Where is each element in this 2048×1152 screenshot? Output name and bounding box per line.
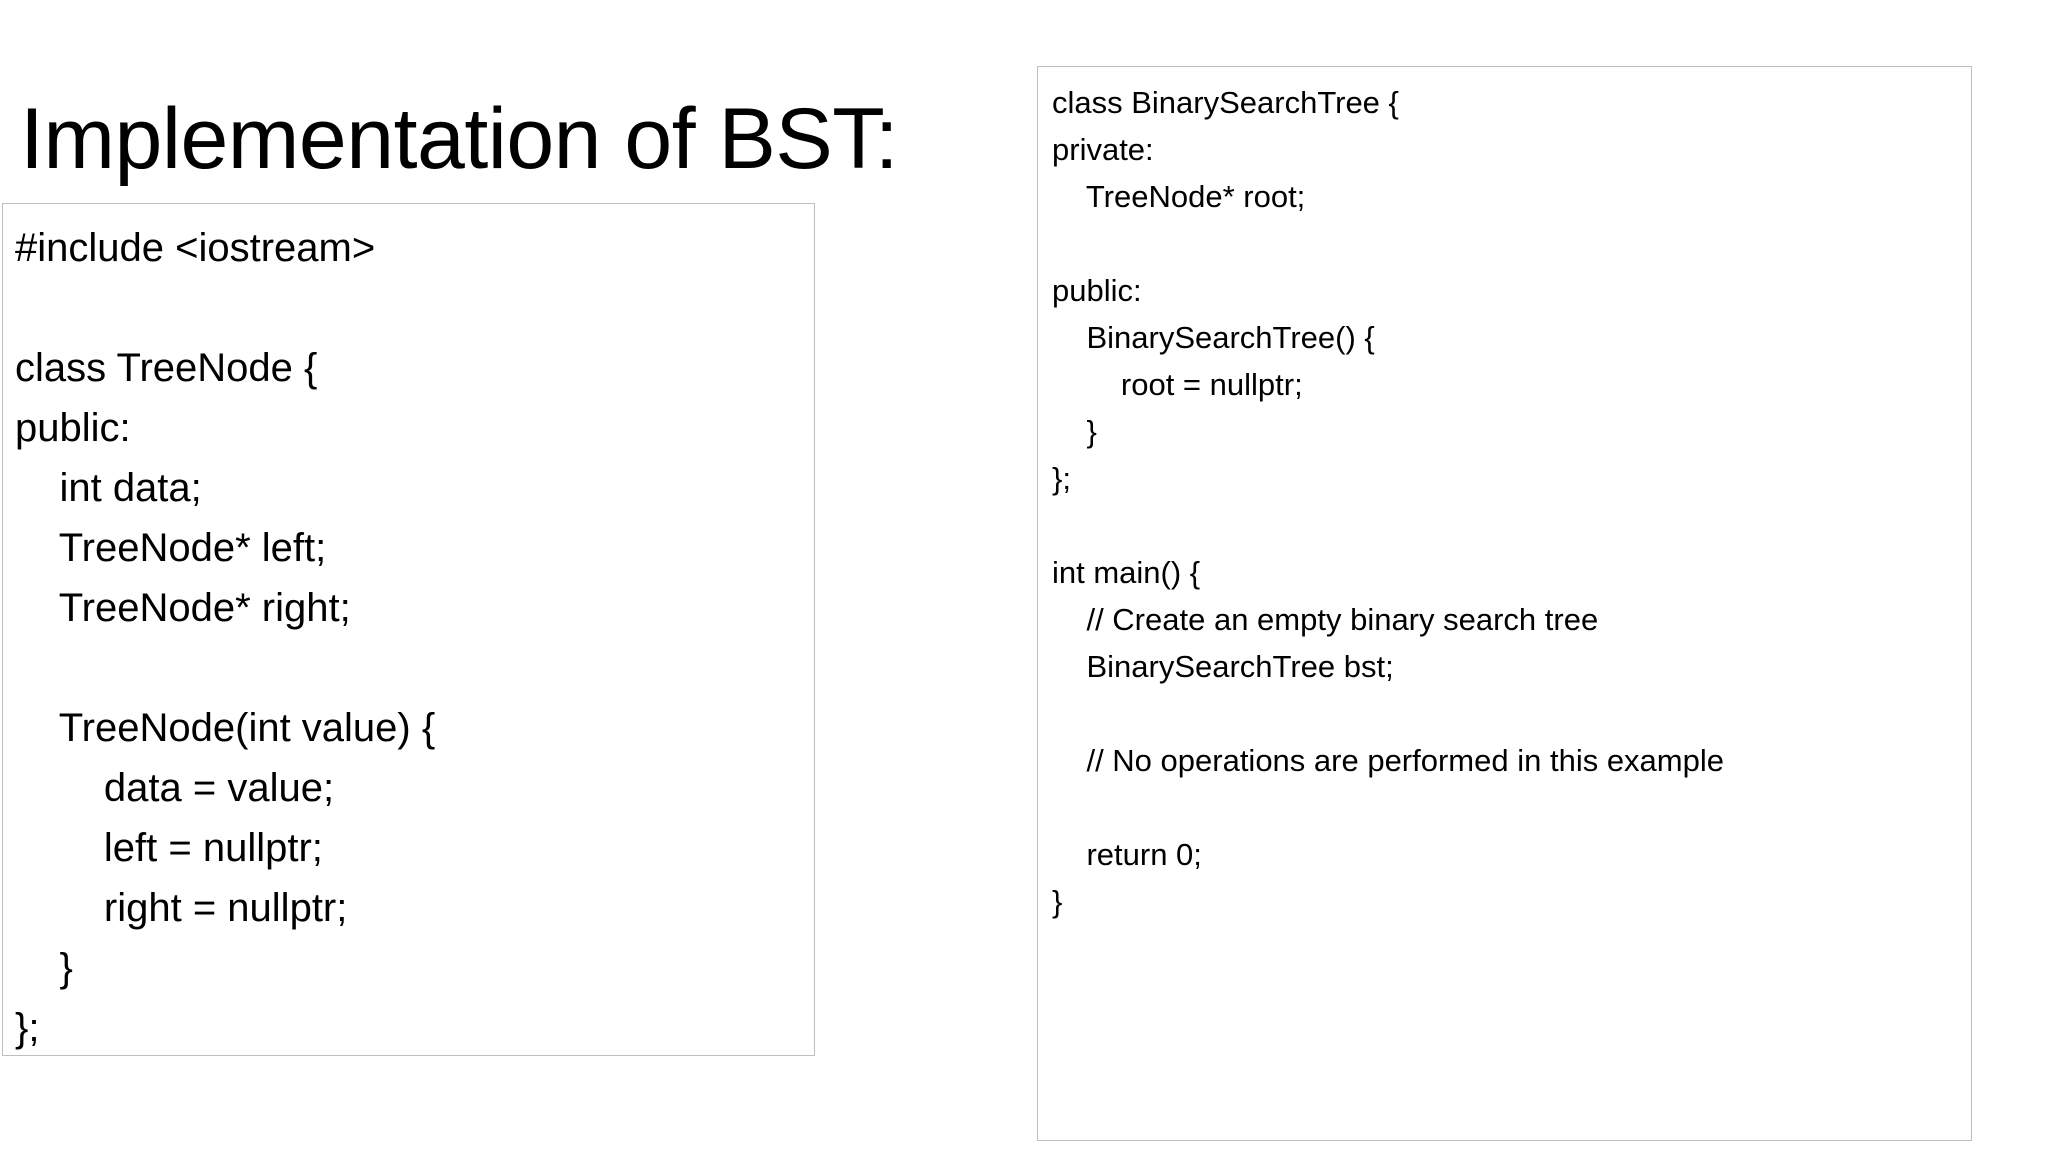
code-block-binarysearchtree[interactable]: class BinarySearchTree { private: TreeNo…: [1037, 66, 1972, 1141]
code-listing-binarysearchtree: class BinarySearchTree { private: TreeNo…: [1052, 85, 1724, 919]
code-block-treenode[interactable]: #include <iostream> class TreeNode { pub…: [2, 203, 815, 1056]
page-title: Implementation of BST:: [20, 90, 899, 187]
code-listing-treenode: #include <iostream> class TreeNode { pub…: [15, 226, 436, 1050]
